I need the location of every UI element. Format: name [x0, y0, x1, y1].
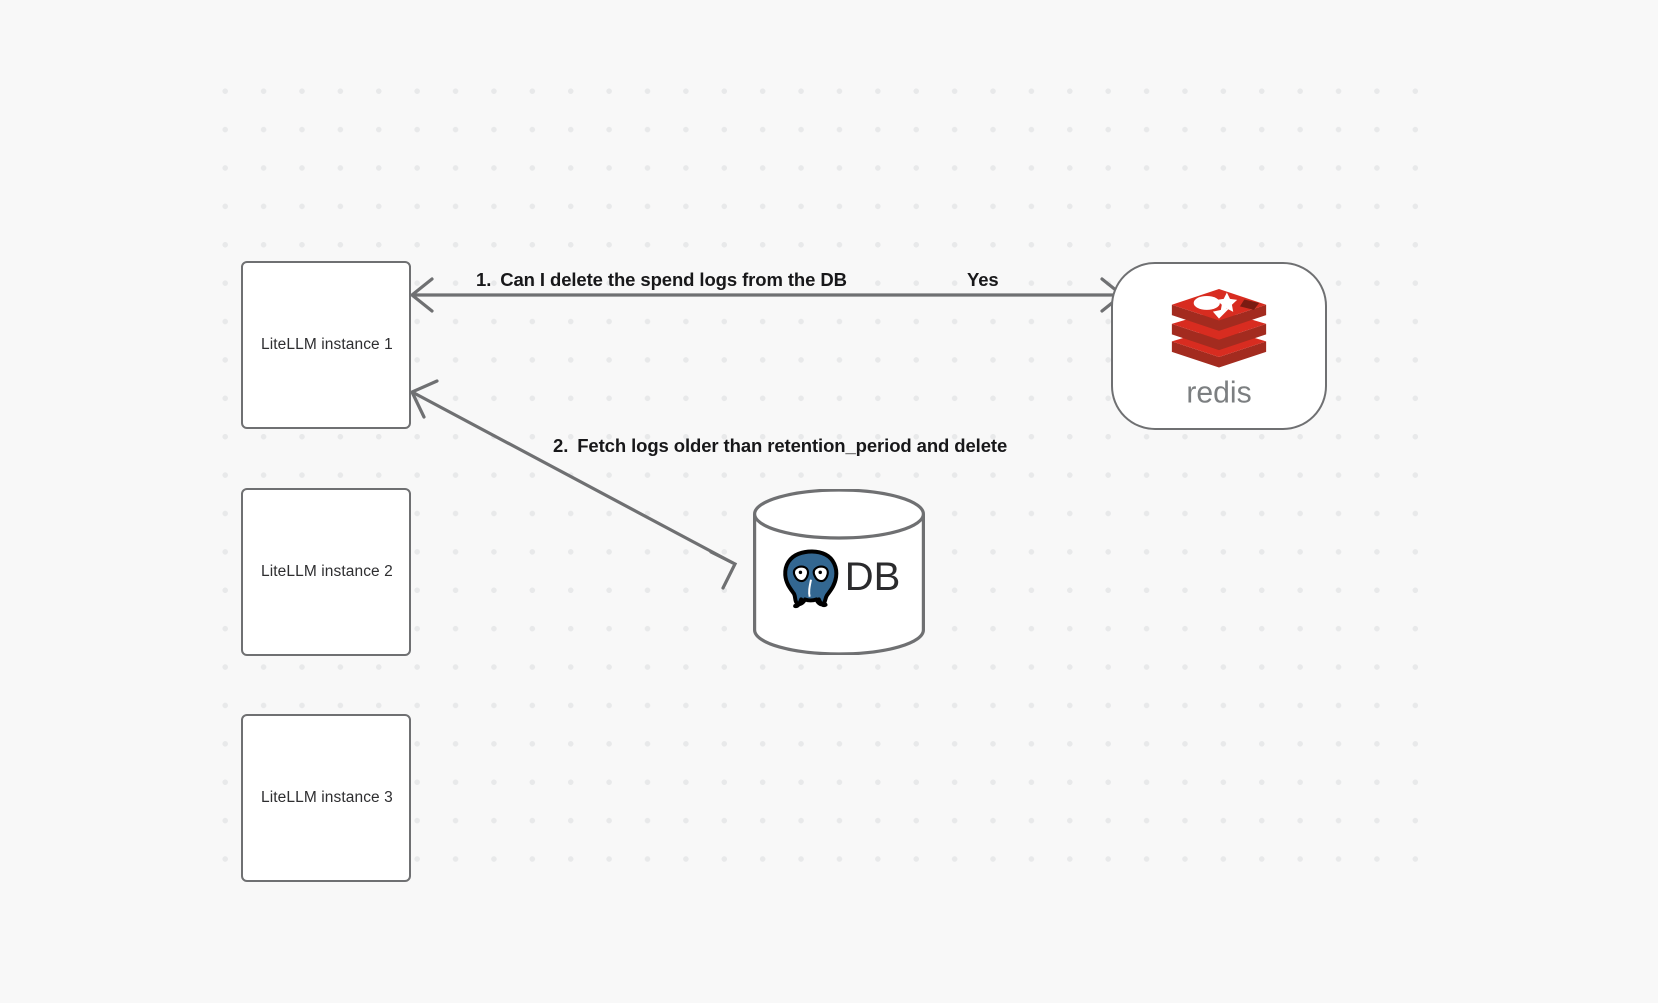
- arrowhead-left: [409, 277, 434, 313]
- edge-litellm1-database: [409, 379, 738, 590]
- redis-logo-icon: [1163, 282, 1275, 378]
- database-content: DB: [753, 527, 925, 627]
- node-redis[interactable]: redis: [1111, 262, 1327, 430]
- node-litellm-instance-3-label: LiteLLM instance 3: [261, 789, 393, 806]
- edge-2-text: Fetch logs older than retention_period a…: [577, 435, 1008, 456]
- node-litellm-instance-3[interactable]: LiteLLM instance 3: [241, 714, 411, 882]
- edge-1-step: 1.: [476, 269, 492, 290]
- arrowhead-downright: [709, 550, 738, 590]
- edge-2-step: 2.: [553, 435, 569, 456]
- redis-wordmark: redis: [1158, 376, 1280, 415]
- postgresql-elephant-icon: [782, 549, 839, 609]
- arrowhead-upleft: [409, 379, 439, 419]
- edge-label-1: 1. Can I delete the spend logs from the D…: [476, 269, 847, 291]
- edge-1-text: Can I delete the spend logs from the DB: [500, 269, 847, 290]
- database-label: DB: [844, 555, 901, 599]
- node-litellm-instance-1-label: LiteLLM instance 1: [261, 336, 393, 353]
- database-cylinder-shape: [753, 489, 925, 655]
- edge-label-1-reply: Yes: [967, 269, 999, 290]
- node-litellm-instance-1[interactable]: LiteLLM instance 1: [241, 261, 411, 429]
- svg-text:redis: redis: [1186, 376, 1251, 409]
- node-litellm-instance-2[interactable]: LiteLLM instance 2: [241, 488, 411, 656]
- node-litellm-instance-2-label: LiteLLM instance 2: [261, 563, 393, 580]
- edge-label-2: 2. Fetch logs older than retention_period…: [553, 435, 1007, 457]
- node-database[interactable]: DB: [753, 489, 925, 655]
